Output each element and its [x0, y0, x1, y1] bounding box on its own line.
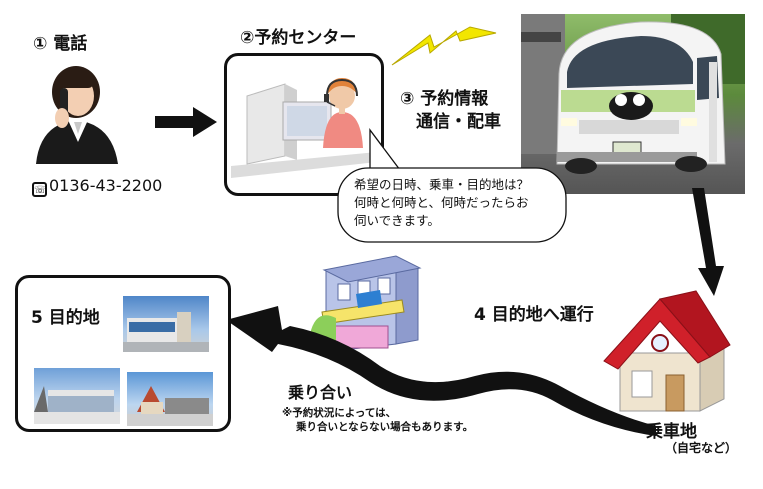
- speech-line-1: 希望の日時、乗車・目的地は？: [354, 177, 530, 192]
- van-photo: [521, 14, 745, 194]
- route-arrow: [226, 306, 656, 436]
- lightning-icon: [391, 26, 497, 66]
- destination-photo-1: [123, 296, 209, 352]
- speech-line-2: 何時と何時と、何時だったらお: [354, 195, 529, 210]
- house-icon: [603, 290, 731, 412]
- shared-ride-note-2: 乗り合いとならない場合もあります。: [296, 421, 474, 433]
- caller-person-icon: [36, 66, 118, 164]
- reservation-center-box: [224, 53, 384, 196]
- shared-ride-title: 乗り合い: [288, 383, 353, 402]
- phone-number: 0136-43-2200: [49, 176, 163, 195]
- step3-info-label-line2: 通信・配車: [416, 112, 501, 132]
- shared-ride-note-1: ※予約状況によっては、: [282, 407, 397, 419]
- pickup-label: 乗車地: [646, 422, 697, 442]
- speech-bubble: 希望の日時、乗車・目的地は？ 何時と何時と、何時だったらお 伺いできます。: [354, 176, 529, 230]
- speech-bubble-shape: [337, 128, 567, 243]
- step4-route-label: 4 目的地へ運行: [474, 305, 594, 325]
- destination-photo-3: [127, 372, 213, 426]
- step3-info-label-line1: ③ 予約情報: [400, 89, 489, 109]
- pickup-sub-label: （自宅など）: [665, 441, 738, 455]
- arrow-to-center: [155, 107, 217, 137]
- destination-photo-2: [34, 368, 120, 424]
- speech-line-3: 伺いできます。: [354, 213, 440, 228]
- operator-icon: [231, 78, 377, 178]
- arrow-to-pickup: [692, 188, 724, 296]
- step2-center-label: ②予約センター: [240, 28, 357, 48]
- telephone-icon: ☏: [32, 182, 47, 197]
- step1-phone-label: ① 電話: [33, 34, 88, 54]
- step5-destination-label: 5 目的地: [31, 308, 100, 328]
